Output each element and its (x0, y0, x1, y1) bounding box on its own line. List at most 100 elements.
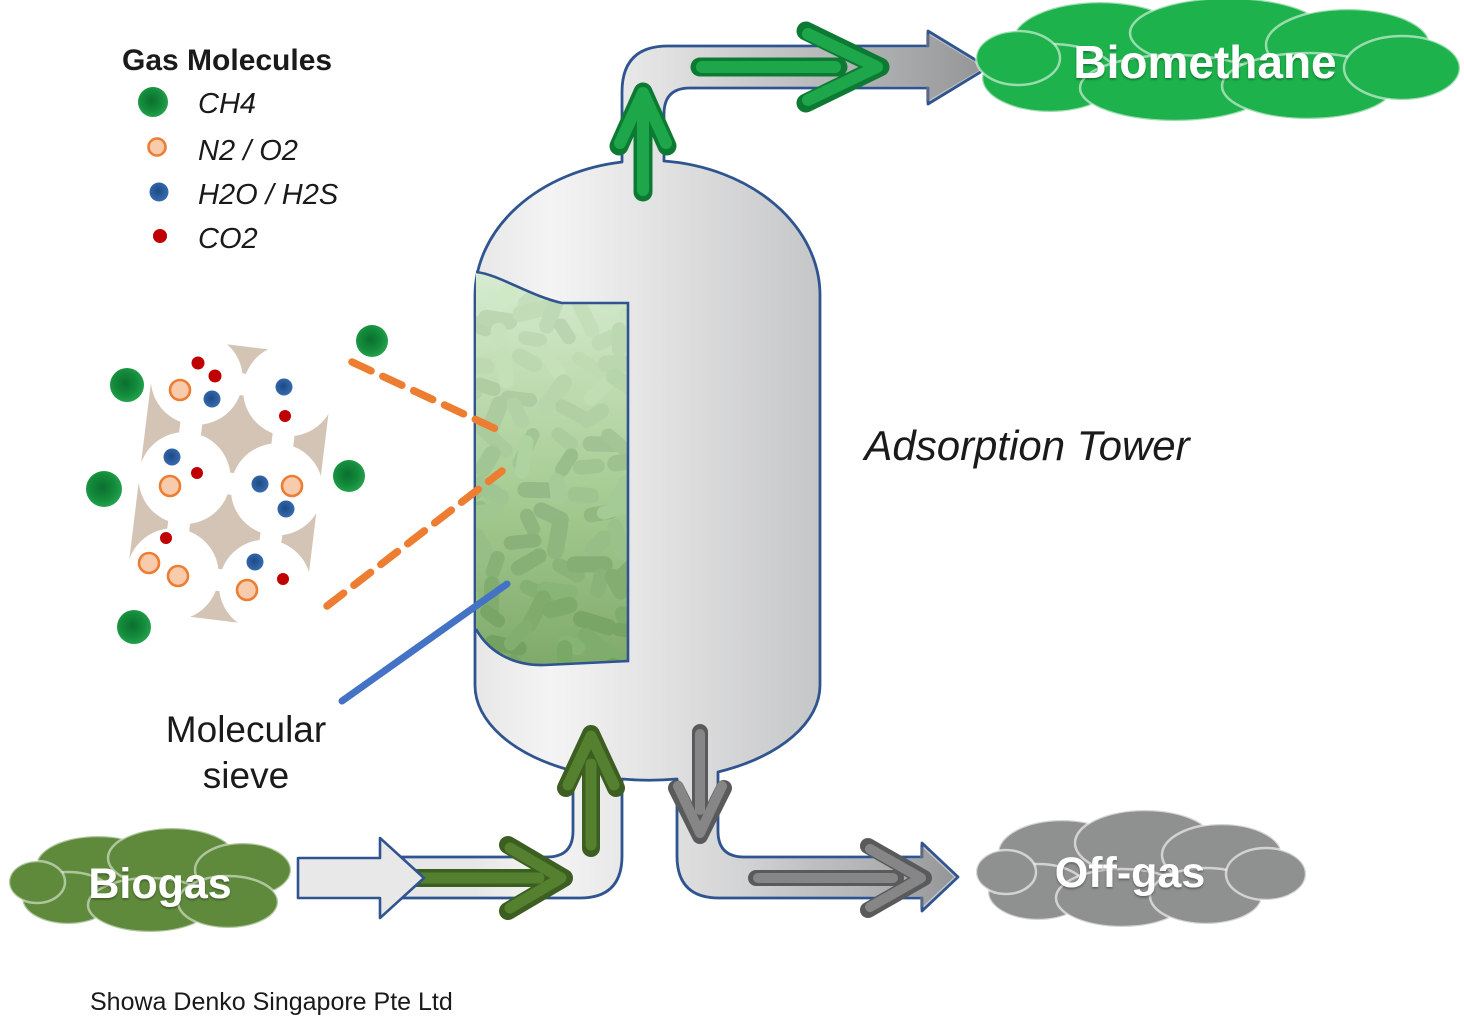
n2o2-molecule-icon (158, 474, 182, 498)
co2-molecule-icon (191, 467, 203, 479)
sieve-pellet (572, 351, 612, 382)
offgas-cloud: Off-gas (974, 808, 1308, 929)
svg-text:Molecular: Molecular (166, 709, 326, 750)
sieve-pellet (583, 375, 614, 406)
sieve-pellet (476, 310, 494, 337)
sieve-pellet (607, 450, 628, 472)
ch4-molecule-icon (356, 325, 388, 357)
co2-molecule-icon (208, 369, 222, 383)
offgas-down-arrow-icon (668, 724, 732, 844)
co2-molecule-icon (153, 229, 167, 243)
legend-title: Gas Molecules (122, 44, 332, 77)
sieve-pellet (512, 299, 552, 323)
sieve-pellet (571, 295, 600, 338)
biomethane-cloud-label: Biomethane (1073, 36, 1336, 88)
callout-lines (323, 358, 511, 705)
legend-item-co2: CO2 (153, 223, 258, 255)
sieve-pellet (486, 282, 519, 316)
sieve-pellet (476, 421, 513, 458)
h2o-h2s-molecule-icon (163, 448, 181, 466)
sieve-lattice (113, 314, 350, 645)
company-name: Showa Denko Singapore Pte Ltd (90, 988, 453, 1016)
sieve-pellet (440, 643, 472, 680)
molecular-sieve-label: Molecular sieve (166, 709, 326, 796)
sieve-pellet (555, 448, 579, 477)
sieve-pellet (506, 397, 529, 429)
n2o2-molecule-icon (147, 137, 167, 157)
ch4-molecule-icon (86, 471, 122, 507)
sieve-pellet (553, 318, 576, 345)
sieve-pellet (503, 620, 533, 651)
sieve-pellet (611, 322, 627, 358)
biomethane-right-arrow-icon (690, 21, 890, 113)
sieve-pellet (503, 533, 542, 550)
co2-molecule-icon (277, 573, 289, 585)
sieve-pellet (590, 568, 609, 598)
sieve-pellet (585, 530, 613, 558)
biogas-up-arrow-icon (557, 725, 625, 857)
sieve-pellet (579, 403, 610, 429)
sieve-pellet-cutaway (429, 270, 630, 680)
dashed-callout-upper (348, 358, 500, 433)
sieve-pellet (548, 473, 567, 505)
offgas-cloud-label: Off-gas (1055, 849, 1206, 897)
sieve-pellet (485, 550, 505, 579)
sieve-pellet (494, 346, 515, 389)
adsorption-tower-vessel (393, 29, 990, 913)
n2o2-molecule-icon (166, 564, 190, 588)
biomethane-up-arrow-icon (609, 82, 677, 202)
sieve-pellet (476, 377, 501, 397)
biomethane-cloud: Biomethane (974, 0, 1462, 123)
sieve-pellet (478, 309, 518, 330)
legend-item-label: CO2 (198, 223, 258, 255)
legend-item-label: N2 / O2 (198, 135, 298, 167)
biogas-inlet-block-arrow (296, 836, 426, 920)
sieve-pellet (542, 596, 578, 619)
sieve-pellet (607, 519, 628, 561)
sieve-pellet (551, 427, 578, 451)
ch4-molecule-icon (110, 368, 144, 402)
molecular-sieve-pointer-line (338, 580, 511, 705)
sieve-pellet (439, 316, 473, 354)
ch4-molecule-icon (138, 87, 168, 117)
cutaway-outline (474, 270, 630, 667)
sieve-pellet (572, 458, 605, 475)
sieve-pellet (591, 330, 619, 351)
biogas-right-arrow-icon (403, 836, 573, 920)
co2-molecule-icon (160, 532, 172, 544)
sieve-pellet (476, 355, 495, 375)
h2o-h2s-molecule-icon (251, 475, 269, 493)
sieve-pellet (604, 568, 628, 600)
sieve-pellet (536, 374, 572, 416)
sieve-pellet (476, 502, 505, 522)
sieve-pellet (480, 605, 506, 628)
h2o-h2s-molecule-icon (275, 378, 293, 396)
legend-item-n2o2: N2 / O2 (147, 135, 298, 167)
sieve-pellet (605, 368, 628, 397)
sieve-pellet (476, 476, 510, 507)
h2o-h2s-molecule-icon (149, 182, 169, 202)
biogas-cloud: Biogas (7, 826, 293, 934)
sieve-pellet (518, 330, 547, 348)
sieve-pellet (434, 546, 468, 568)
molecular-sieve-illustration (86, 314, 388, 645)
n2o2-molecule-icon (137, 551, 161, 575)
sieve-pellet (578, 627, 619, 664)
sieve-pellet (596, 499, 628, 520)
sieve-pellet (552, 558, 585, 583)
sieve-pellet (612, 622, 628, 640)
h2o-h2s-molecule-icon (246, 553, 264, 571)
ch4-molecule-icon (333, 460, 365, 492)
sieve-pellet (514, 435, 534, 479)
legend-item-ch4: CH4 (138, 87, 256, 120)
svg-text:sieve: sieve (203, 755, 289, 796)
sieve-pellet (429, 446, 476, 487)
offgas-right-arrow-icon (748, 838, 932, 918)
sieve-pellet (521, 590, 551, 632)
sieve-pellet (573, 610, 617, 636)
n2o2-molecule-icon (280, 474, 304, 498)
sieve-pellet (476, 445, 501, 478)
sieve-pellet (519, 508, 541, 537)
sieve-pellet (448, 525, 467, 572)
